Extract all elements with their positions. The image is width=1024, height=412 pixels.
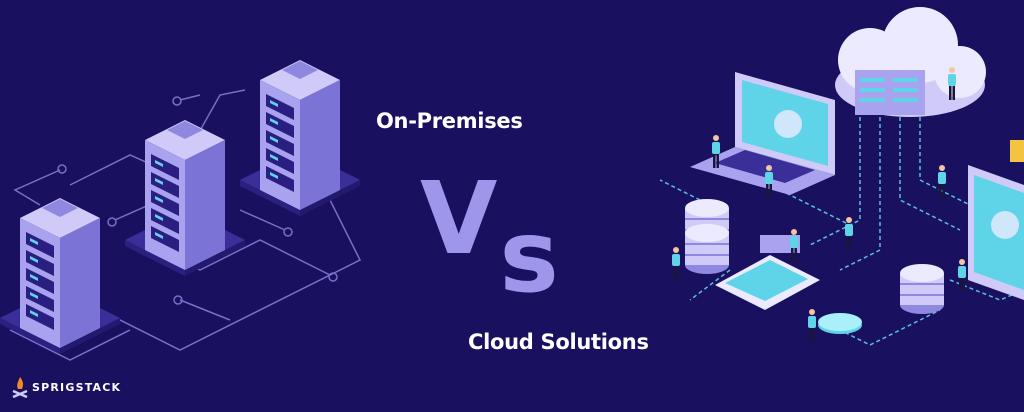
on-premises-label: On-Premises: [376, 109, 523, 133]
cloud-icon: [835, 7, 986, 117]
monitor-icon: [968, 140, 1024, 300]
disk-platform: [818, 313, 862, 334]
database-icon-2: [900, 264, 944, 314]
vs-letter-s: s: [499, 198, 559, 315]
database-icon-1: [685, 199, 729, 274]
vs-letter-v: V: [420, 160, 498, 277]
sprigstack-logo: SPRIGSTACK: [12, 376, 121, 398]
brand-name: SPRIGSTACK: [32, 380, 122, 394]
server-rack-2: [125, 120, 245, 276]
flame-logo-icon: [12, 377, 28, 398]
phone-platform: [715, 235, 820, 310]
cloud-solutions-label: Cloud Solutions: [468, 330, 649, 354]
server-rack-1: [0, 198, 120, 354]
vs-mark: V s: [420, 160, 559, 315]
server-rack-3: [240, 60, 360, 216]
laptop-icon: [690, 72, 835, 195]
